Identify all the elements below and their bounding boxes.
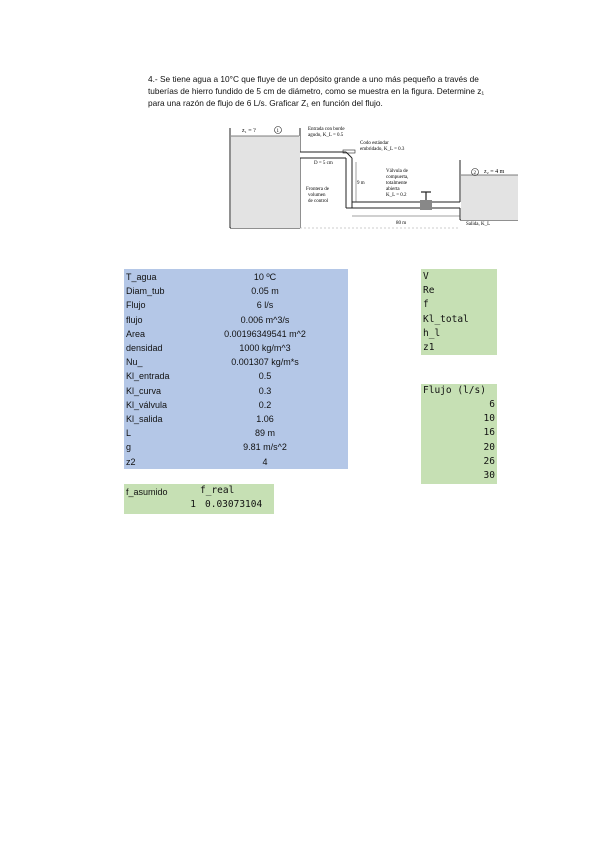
param-value: 0.006 m^3/s — [240, 314, 290, 325]
param-value: 4 — [262, 456, 268, 467]
elbow-label-2: embridado, K_L = 0.3 — [360, 147, 405, 152]
result-label: f — [423, 299, 429, 311]
result-label: z1 — [423, 342, 435, 353]
param-name: Area — [126, 328, 146, 339]
problem-line-2: tuberías de hierro fundido de 5 cm de di… — [148, 86, 485, 96]
param-value: 9.81 m/s^2 — [243, 442, 287, 453]
param-name: densidad — [126, 343, 163, 353]
param-name: T_agua — [126, 272, 157, 282]
param-name: Nu_ — [126, 357, 143, 368]
param-value: 10 ºC — [253, 272, 277, 282]
f-real-header: f_real — [200, 485, 235, 496]
param-name: Kl_válvula — [126, 399, 168, 410]
result-label: h_l — [423, 327, 441, 339]
param-name: g — [126, 442, 132, 453]
boundary-label-1: Frontera de — [306, 187, 330, 192]
param-name: flujo — [126, 314, 143, 325]
valve-label-3: totalmente — [386, 181, 408, 186]
diameter-label: D = 5 cm — [314, 161, 333, 166]
entrance-label: Entrada con borde — [308, 127, 345, 132]
param-name: L — [126, 428, 132, 439]
valve-label-2: compuerta, — [386, 175, 408, 180]
param-value: 1000 kg/m^3 — [239, 343, 291, 353]
valve-label-1: Válvula de — [386, 169, 409, 174]
flujo-value: 6 — [489, 399, 495, 410]
parameters-table-bg — [124, 269, 348, 469]
result-label: Re — [423, 285, 435, 297]
f-table-bg — [124, 484, 274, 514]
f-asumido-value: 1 — [190, 499, 196, 510]
param-value: 0.5 — [258, 371, 272, 382]
problem-statement: 4.- Se tiene agua a 10°C que fluye de un… — [148, 73, 599, 109]
f-asumido-header: f_asumido — [126, 487, 168, 497]
z2-label: z₂ = 4 m — [484, 169, 505, 175]
param-value: 89 m — [254, 428, 275, 439]
entrance-label-2: agudo, K_L = 0.5 — [308, 133, 344, 138]
z1-label: z₁ = ? — [242, 128, 256, 134]
param-value: 0.001307 kg/m*s — [231, 357, 299, 368]
flujo-value: 26 — [483, 455, 495, 467]
f-real-value: 0.03073104 — [205, 499, 263, 510]
param-value: 0.3 — [258, 385, 272, 396]
param-value: 6 l/s — [256, 300, 274, 311]
flujo-table-header: Flujo (l/s) — [423, 385, 486, 396]
boundary-label-2: volumen — [308, 193, 326, 198]
flujo-value: 30 — [483, 470, 495, 481]
param-name: Flujo — [126, 300, 146, 311]
param-value: 1.06 — [256, 414, 274, 424]
point-1-label: 1 — [277, 129, 280, 134]
result-label: Kl_total — [423, 313, 469, 325]
length-label: 80 m — [396, 221, 406, 226]
param-name: Kl_curva — [126, 385, 162, 396]
exit-label: Salida, K_L — [466, 222, 490, 227]
problem-line-1: 4.- Se tiene agua a 10°C que fluye de un… — [148, 74, 479, 84]
height-label: 9 m — [357, 181, 365, 186]
param-value: 0.2 — [258, 399, 272, 410]
valve-label-4: abierta — [386, 187, 400, 192]
tank-pipe-figure: z₁ = ? 1 2 z₂ = 4 m 9 m 80 m Entrada con… — [229, 126, 518, 229]
results-table-bg — [421, 269, 497, 355]
elbow-label: Codo estándar — [360, 141, 389, 146]
param-name: z2 — [126, 456, 136, 467]
param-name: Diam_tub — [126, 286, 165, 297]
boundary-label-3: de control — [308, 199, 329, 204]
param-value: 0.05 m — [251, 286, 279, 297]
problem-line-3: para una razón de flujo de 6 L/s. Grafic… — [148, 98, 383, 108]
valve-label-5: K_L = 0.2 — [386, 193, 407, 198]
flujo-value: 20 — [483, 441, 495, 453]
param-name: Kl_entrada — [126, 371, 170, 382]
flujo-value: 10 — [483, 413, 495, 425]
flujo-table-bg — [421, 384, 497, 484]
param-value: 0.00196349541 m^2 — [224, 328, 306, 339]
param-name: Kl_salida — [126, 414, 163, 424]
point-2-label: 2 — [474, 171, 477, 176]
result-label: V — [423, 271, 429, 282]
flujo-value: 16 — [483, 427, 495, 439]
